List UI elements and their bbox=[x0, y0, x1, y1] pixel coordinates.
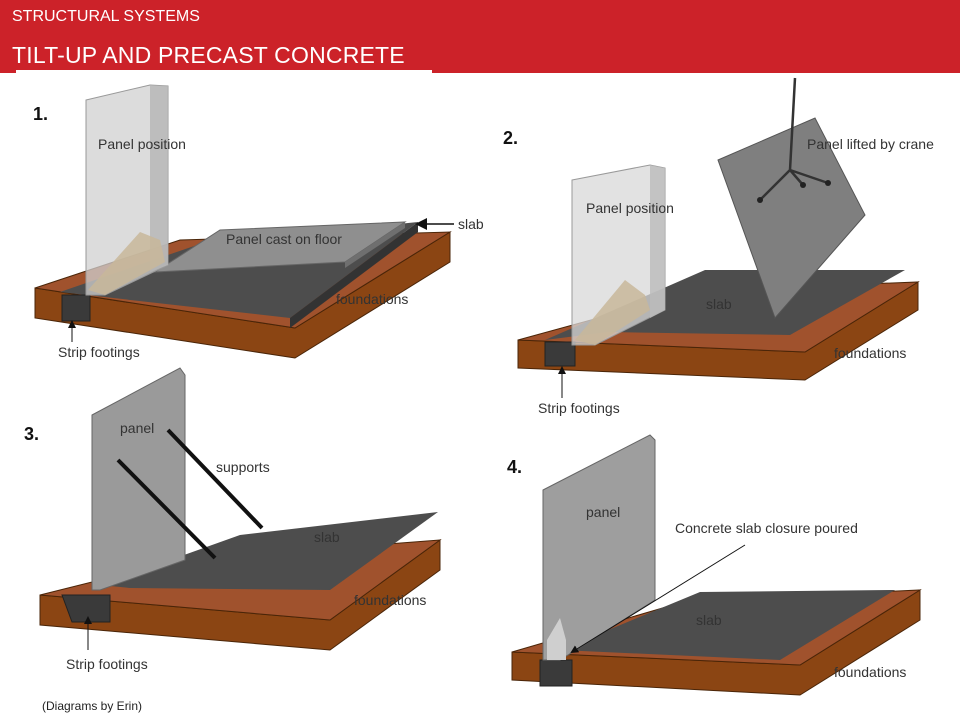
label-foundations-3: foundations bbox=[354, 592, 427, 608]
d3-footing-channel bbox=[61, 594, 111, 623]
step-number-4: 4. bbox=[507, 457, 523, 477]
d1-strip-footing bbox=[61, 294, 91, 322]
label-foundations-1: foundations bbox=[336, 291, 409, 307]
d3-support-brace-1 bbox=[116, 458, 217, 560]
label-slab-3: slab bbox=[314, 529, 340, 545]
d2-lift-point-1 bbox=[757, 197, 763, 203]
label-slab-closure-poured: Concrete slab closure poured bbox=[675, 520, 858, 536]
label-slab-4: slab bbox=[696, 612, 722, 628]
section-kicker: STRUCTURAL SYSTEMS bbox=[12, 8, 200, 25]
d4-closure-arrow bbox=[570, 544, 746, 654]
d4-slab-closure bbox=[547, 618, 566, 660]
d3-support-brace-2 bbox=[166, 428, 264, 530]
label-supports: supports bbox=[216, 459, 270, 475]
label-foundations-2: foundations bbox=[834, 345, 907, 361]
diagram-4-art bbox=[511, 434, 922, 696]
d2-closure-wedge bbox=[575, 280, 650, 345]
step-number-1: 1. bbox=[33, 104, 49, 124]
d2-panel-edge bbox=[650, 165, 665, 318]
d2-strip-footing bbox=[544, 341, 576, 367]
d1-slab-side bbox=[290, 222, 418, 328]
d3-slab-top bbox=[100, 512, 438, 590]
step-number-2: 2. bbox=[503, 128, 519, 148]
d4-strip-footing bbox=[539, 659, 573, 687]
label-panel-position-1: Panel position bbox=[98, 136, 186, 152]
d2-lift-point-2 bbox=[800, 182, 806, 188]
title-underline bbox=[16, 70, 432, 73]
diagram-2-art bbox=[517, 77, 920, 398]
label-strip-footings-2: Strip footings bbox=[538, 400, 620, 416]
d2-lift-point-3 bbox=[825, 180, 831, 186]
diagram-credit: (Diagrams by Erin) bbox=[42, 699, 143, 713]
diagram-1-art bbox=[34, 84, 454, 359]
title-bar: STRUCTURAL SYSTEMS TILT-UP AND PRECAST C… bbox=[0, 0, 960, 73]
label-panel-3: panel bbox=[120, 420, 155, 436]
label-slab-1: slab bbox=[458, 216, 484, 232]
d4-standing-panel bbox=[542, 434, 656, 661]
d2-lifting-panel bbox=[717, 117, 866, 319]
step-number-3: 3. bbox=[24, 424, 40, 444]
page-title: TILT-UP AND PRECAST CONCRETE bbox=[12, 42, 405, 68]
label-strip-footings-3: Strip footings bbox=[66, 656, 148, 672]
label-panel-cast-on-floor: Panel cast on floor bbox=[226, 231, 342, 247]
d4-slab-top bbox=[560, 590, 895, 660]
label-panel-position-2: Panel position bbox=[586, 200, 674, 216]
d1-panel-on-floor-edge bbox=[345, 222, 405, 268]
diagram-3-art bbox=[39, 367, 442, 651]
label-panel-lifted-by-crane: Panel lifted by crane bbox=[807, 136, 934, 152]
d1-panel-edge bbox=[150, 85, 168, 272]
label-foundations-4: foundations bbox=[834, 664, 907, 680]
d1-closure-wedge bbox=[88, 232, 165, 295]
label-strip-footings-1: Strip footings bbox=[58, 344, 140, 360]
label-slab-2: slab bbox=[706, 296, 732, 312]
d2-crane-cable bbox=[759, 77, 829, 201]
label-panel-4: panel bbox=[586, 504, 621, 520]
